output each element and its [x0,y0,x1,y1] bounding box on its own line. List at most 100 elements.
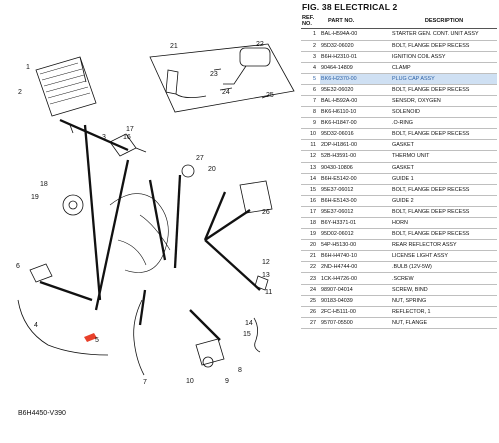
callout-1[interactable]: 1 [26,64,30,71]
callout-25[interactable]: 25 [266,92,274,99]
callout-7[interactable]: 7 [143,379,147,386]
drawing-code: B6H4450-V390 [18,410,66,417]
ref-cell: 3 [301,51,320,63]
ref-cell: 17 [301,206,320,219]
ref-cell: 10 [301,128,320,141]
callout-11[interactable]: 11 [265,289,272,296]
callout-5[interactable]: 5 [95,337,99,344]
callout-8[interactable]: 8 [238,367,242,374]
callout-24[interactable]: 24 [222,89,230,96]
part-no-cell: BK6-H2370-00 [320,73,391,85]
callout-17[interactable]: 17 [126,126,134,133]
description-cell: GASKET [391,162,497,174]
ref-cell: 5 [301,73,320,85]
callout-18[interactable]: 18 [40,181,48,188]
callout-10[interactable]: 10 [186,378,194,385]
part-no-cell: B6H-H2310-01 [320,51,391,63]
callout-19[interactable]: 19 [31,194,39,201]
callout-13[interactable]: 13 [262,272,270,279]
description-cell: SOLENOID [391,106,497,119]
header-ref-no: REF. NO. [301,14,320,30]
ref-cell: 9 [301,117,320,130]
ref-cell: 2 [301,40,320,52]
thermo-unit [254,275,269,291]
highlight-marker [84,333,97,342]
ref-cell: 25 [301,295,320,307]
part-no-cell: 95D32-06020 [320,40,391,52]
callout-15[interactable]: 15 [243,331,251,338]
ref-cell: 11 [301,139,320,152]
solenoid [195,338,225,366]
ref-cell: 24 [301,284,320,296]
callout-22[interactable]: 22 [256,41,264,48]
callout-9[interactable]: 9 [225,378,229,385]
description-cell: GASKET [391,139,497,152]
ref-cell: 23 [301,272,320,285]
part-no-cell: BK6-H6110-10 [320,106,391,119]
callout-16[interactable]: 16 [123,134,131,141]
oxygen-sensor-wire [133,299,145,376]
part-no-cell: BK6-H1847-00 [320,117,391,130]
part-no-cell: 95E37-06012 [320,206,391,219]
plug-cap-wire [17,299,109,356]
callout-4[interactable]: 4 [34,322,38,329]
description-cell: THERMO UNIT [391,150,497,163]
callout-3[interactable]: 3 [102,134,106,141]
part-no-cell: 95D02-06012 [320,228,391,241]
ref-cell: 20 [301,239,320,252]
ref-cell: 4 [301,62,320,74]
callout-26[interactable]: 26 [262,209,270,216]
callout-6[interactable]: 6 [16,263,20,270]
description-cell: REAR REFLECTOR ASSY [391,239,497,252]
part-no-cell: 95707-05500 [320,317,391,329]
callout-23[interactable]: 23 [210,71,218,78]
part-no-cell: 95E37-06012 [320,184,391,196]
description-cell: BOLT, FLANGE DEEP RECESS [391,83,497,96]
callout-21[interactable]: 21 [170,43,178,50]
guide-1 [253,317,261,353]
part-no-cell: 95E32-06020 [320,83,391,96]
callout-20[interactable]: 20 [208,166,216,173]
ref-cell: 22 [301,261,320,274]
control-unit-body [35,56,97,117]
part-no-cell: B6H-H4740-10 [320,250,391,263]
part-no-cell: B6Y-H3371-01 [320,217,391,230]
callout-14[interactable]: 14 [245,320,253,327]
part-no-cell: 95D32-06016 [320,128,391,141]
ref-cell: 26 [301,305,320,318]
description-cell: BOLT, FLANGE DEEP RECESS [391,184,497,196]
description-cell: STARTER GEN. CONT. UNIT ASSY [391,28,497,41]
callout-27[interactable]: 27 [196,155,204,162]
description-cell: PLUG CAP ASSY [391,73,497,85]
ref-cell: 7 [301,95,320,108]
callout-12[interactable]: 12 [262,259,270,266]
callout-2[interactable]: 2 [18,89,22,96]
